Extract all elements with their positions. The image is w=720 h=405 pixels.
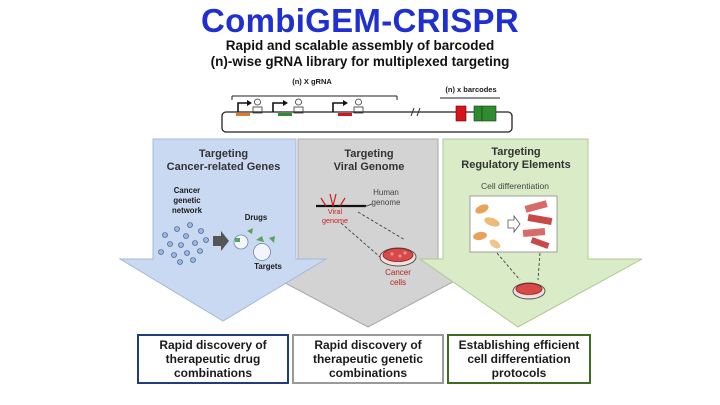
regulatory-panel-heading: Targeting Regulatory Elements [444, 146, 588, 172]
cell-differentiation-image [469, 195, 558, 253]
outcome-genetic-line-2: therapeutic genetic [312, 352, 424, 366]
human-label-line-2: genome [371, 198, 401, 207]
network-label-line-1: Cancer [173, 186, 201, 195]
grna-count-label: (n) X gRNA [292, 77, 332, 86]
cancer-cells-dish-icon [379, 247, 417, 267]
outcome-drug-line-2: therapeutic drug [165, 352, 261, 366]
cancer-heading-line-1: Targeting [198, 148, 249, 160]
drug-target-icons [233, 228, 275, 261]
viral-heading-line-2: Viral Genome [333, 161, 405, 173]
viral-genome-label: Viral genome [317, 207, 353, 225]
outcome-box-genetic: Rapid discovery of therapeutic genetic c… [292, 334, 444, 384]
page-title: CombiGEM-CRISPR [201, 2, 519, 39]
grna-cassette-2 [272, 98, 304, 116]
cancer-network-label: Cancer genetic network [160, 186, 214, 216]
dashed-line-left [340, 222, 381, 258]
human-genome-pointer [363, 203, 373, 208]
plasmid-backbone [221, 111, 513, 133]
panel-arrow-blue [118, 138, 328, 322]
grna-cassette-1 [236, 98, 263, 116]
barcode-count-label: (n) x barcodes [445, 85, 497, 94]
outcome-box-drug: Rapid discovery of therapeutic drug comb… [137, 334, 289, 384]
plasmid-construct [221, 95, 513, 133]
subtitle-line-2: (n)-wise gRNA library for multiplexed ta… [210, 54, 510, 69]
human-genome-label: Human genome [364, 188, 408, 208]
viral-label-line-1: Viral [327, 207, 343, 216]
outcome-differentiation-line-3: protocols [491, 366, 547, 380]
barcode-green-2 [481, 105, 497, 122]
regulatory-heading-line-1: Targeting [491, 146, 541, 158]
cells-label-line-2: cells [389, 278, 406, 287]
page-subtitle: Rapid and scalable assembly of barcoded … [0, 38, 720, 70]
outcome-genetic-line-3: combinations [328, 366, 407, 380]
barcode-green-1 [473, 105, 483, 122]
dashed-line-green-right [537, 252, 541, 281]
network-label-line-2: genetic [173, 196, 201, 205]
cells-label-line-1: Cancer [385, 268, 411, 277]
viral-label-line-2: genome [322, 216, 348, 225]
cancer-network-dots [158, 222, 209, 265]
cancer-panel-heading: Targeting Cancer-related Genes [146, 148, 301, 174]
viral-panel-heading: Targeting Viral Genome [300, 148, 438, 174]
process-arrow-icon [213, 231, 229, 251]
network-label-line-3: network [172, 206, 202, 215]
viral-genome-icon [316, 193, 366, 208]
outcome-genetic-line-1: Rapid discovery of [314, 338, 422, 352]
break-mark [410, 107, 415, 117]
drugs-label: Drugs [244, 213, 268, 222]
outcome-drug-line-1: Rapid discovery of [159, 338, 267, 352]
dashed-line-right [357, 211, 406, 241]
grna-cassette-3 [332, 98, 364, 116]
cell-differentiation-caption: Cell differentiation [481, 181, 549, 191]
cancer-cells-label: Cancer cells [378, 268, 418, 288]
barcode-red [455, 105, 467, 122]
outcome-differentiation-line-2: cell differentiation [467, 352, 571, 366]
dashed-line-green-left [496, 252, 521, 281]
targets-label: Targets [254, 262, 282, 271]
outcome-drug-line-3: combinations [173, 366, 252, 380]
human-label-line-1: Human [373, 188, 399, 197]
viral-heading-line-1: Targeting [344, 148, 394, 160]
differentiated-cells-dish-icon [512, 282, 546, 300]
cancer-heading-line-2: Cancer-related Genes [166, 161, 281, 173]
regulatory-heading-line-2: Regulatory Elements [461, 159, 571, 171]
outcome-differentiation-line-1: Establishing efficient [458, 338, 580, 352]
subtitle-line-1: Rapid and scalable assembly of barcoded [225, 38, 495, 53]
outcome-box-differentiation: Establishing efficient cell differentiat… [447, 334, 591, 384]
